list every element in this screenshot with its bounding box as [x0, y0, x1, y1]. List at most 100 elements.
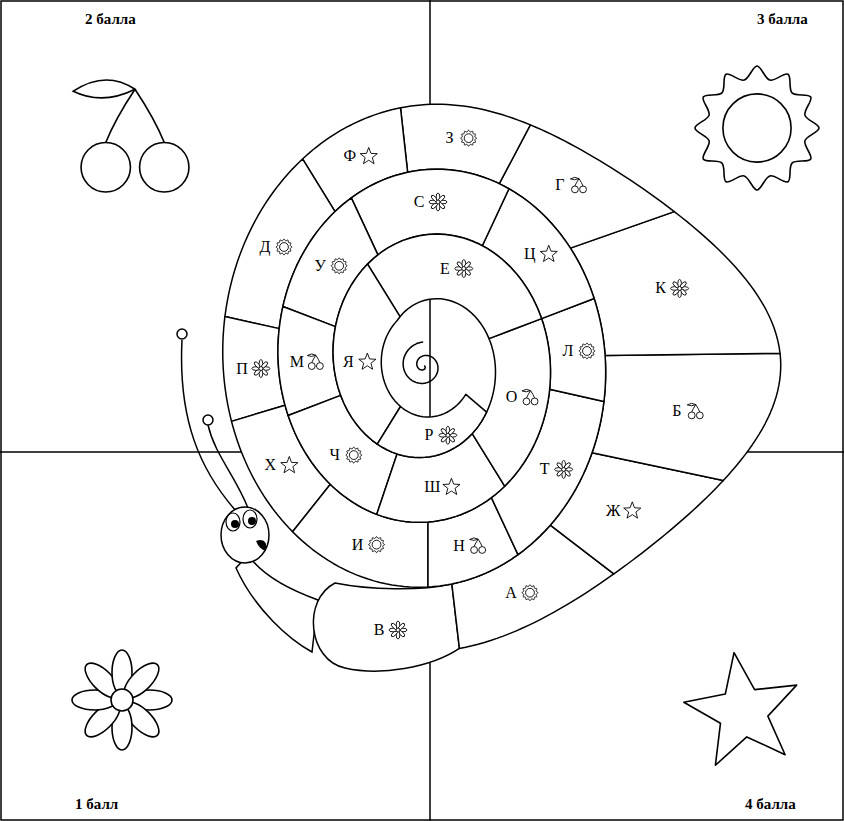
star-outline: [281, 456, 298, 472]
cell-letter: У: [314, 258, 325, 274]
sun-symbol: [369, 537, 385, 553]
cherry-symbol: [73, 80, 189, 192]
score-quadrant: 3 балла: [430, 0, 844, 452]
cherry-berry: [531, 398, 538, 405]
sun-symbol: [276, 239, 292, 255]
cherry-stem: [478, 539, 482, 546]
cherry-symbol: [522, 389, 538, 405]
snail-body: [313, 583, 459, 671]
cell-letter: Ж: [606, 503, 620, 519]
score-quadrant: 4 балла: [430, 452, 844, 821]
snail-neck: [236, 555, 318, 652]
star-symbol: [540, 245, 557, 261]
cherry-symbol: [570, 177, 586, 193]
cell-letter: Б: [672, 403, 681, 419]
sun-symbol: [331, 258, 347, 274]
cherry-berry: [308, 363, 315, 370]
flower-center: [396, 628, 400, 632]
star-symbol: [281, 456, 298, 472]
cherry-berry: [316, 363, 323, 370]
cell-letter: Л: [563, 343, 574, 359]
sun-symbol: [346, 447, 362, 463]
sun-rays: [461, 130, 477, 146]
flower-center: [562, 467, 566, 471]
snail-pupil: [231, 520, 239, 528]
cherry-berry: [580, 186, 587, 193]
cherry-berry: [140, 143, 189, 192]
flower-symbol: [252, 360, 270, 378]
cherry-leaf: [687, 403, 696, 405]
cell-letter: С: [414, 194, 425, 210]
sun-disc: [583, 347, 592, 356]
cell-letter: О: [506, 389, 518, 405]
cherry-symbol: [307, 354, 323, 370]
cherry-berry: [81, 143, 130, 192]
flower-symbol: [455, 260, 473, 278]
star-outline: [443, 478, 460, 494]
flower-center: [678, 286, 682, 290]
cherry-stem: [316, 355, 320, 362]
sun-rays: [579, 343, 595, 359]
star-symbol: [443, 478, 460, 494]
snail-antenna: [182, 340, 236, 511]
cell-letter: М: [290, 354, 304, 370]
cell-letter: Т: [540, 461, 550, 477]
sun-disc: [349, 451, 358, 460]
antenna-knob: [177, 329, 187, 339]
cell-letter: Г: [555, 177, 564, 193]
cherry-stem: [531, 391, 535, 398]
cherry-berry: [523, 398, 530, 405]
flower-symbol: [671, 279, 689, 297]
flower-symbol: [555, 460, 573, 478]
flower-symbol: [429, 193, 447, 211]
flower-center: [446, 433, 450, 437]
score-label: 3 балла: [757, 11, 808, 28]
sun-disc: [335, 261, 344, 270]
sun-disc: [526, 588, 535, 597]
cell-letter: Х: [265, 457, 277, 473]
sun-rays: [276, 239, 292, 255]
shell-cell: [472, 319, 550, 487]
cherry-berry: [572, 186, 579, 193]
star-outline: [359, 353, 376, 369]
sun-rays: [346, 447, 362, 463]
cell-letter: Д: [260, 239, 271, 255]
quadrant-pictures: [72, 66, 819, 765]
cell-letter: Р: [424, 427, 433, 443]
cell-letter: Ч: [330, 447, 340, 463]
cell-letter: Я: [343, 354, 354, 370]
flower-center: [111, 689, 133, 711]
cherry-leaf: [522, 389, 531, 391]
sun-rays: [695, 66, 819, 190]
shell-cell: [592, 353, 781, 480]
shell-cell: [333, 264, 400, 444]
sun-rays: [369, 537, 385, 553]
star-symbol: [684, 653, 797, 766]
cherry-leaf: [73, 80, 135, 98]
cell-symbols: [252, 130, 703, 639]
score-quadrant: 1 балл: [0, 452, 430, 821]
flower-center: [462, 267, 466, 271]
cell-letter: И: [352, 537, 364, 553]
cherry-leaf: [570, 177, 579, 179]
cell-letter: Ш: [424, 479, 440, 495]
score-label: 1 балл: [75, 796, 118, 813]
cell-letter: Ц: [524, 246, 536, 262]
score-label: 2 балла: [85, 11, 136, 28]
antenna-knob: [203, 415, 213, 425]
cherry-berry: [696, 412, 703, 419]
cherry-leaf: [307, 354, 316, 356]
cell-letter: П: [236, 361, 248, 377]
cell-letter: Е: [440, 261, 450, 277]
star-outline: [624, 502, 641, 518]
cherry-stem: [696, 405, 700, 412]
cell-letter: З: [446, 130, 454, 146]
snail-antenna: [208, 425, 248, 508]
sun-symbol: [522, 585, 538, 601]
cell-letter: А: [505, 585, 517, 601]
flower-center: [436, 200, 440, 204]
star-symbol: [624, 502, 641, 518]
